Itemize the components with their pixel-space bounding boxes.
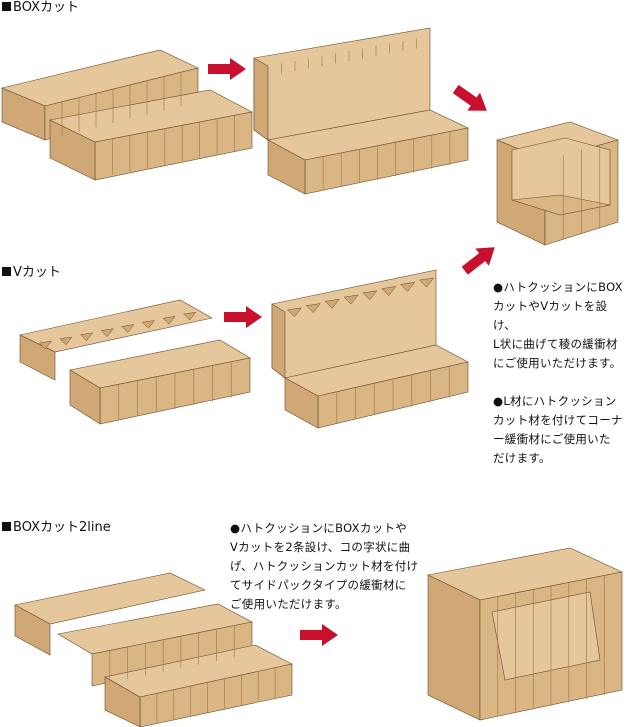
arrow-down-right-icon <box>449 80 493 120</box>
corner-cushion-cube <box>497 122 618 245</box>
v-cut-folded-l <box>272 270 468 428</box>
box-cut-folded-l <box>254 28 468 194</box>
box-cut-2line-flat-board <box>15 573 292 727</box>
side-pack-cushion <box>428 548 622 720</box>
arrow-up-right-icon <box>458 239 501 280</box>
arrow-right-icon <box>224 306 262 328</box>
pack-left <box>428 575 480 720</box>
arrow-right-icon <box>300 624 338 646</box>
arrow-right-icon <box>208 58 246 80</box>
v-cut-flat-board <box>20 300 250 424</box>
board-wall-edge <box>254 58 268 140</box>
board-wall-edge <box>272 304 285 378</box>
